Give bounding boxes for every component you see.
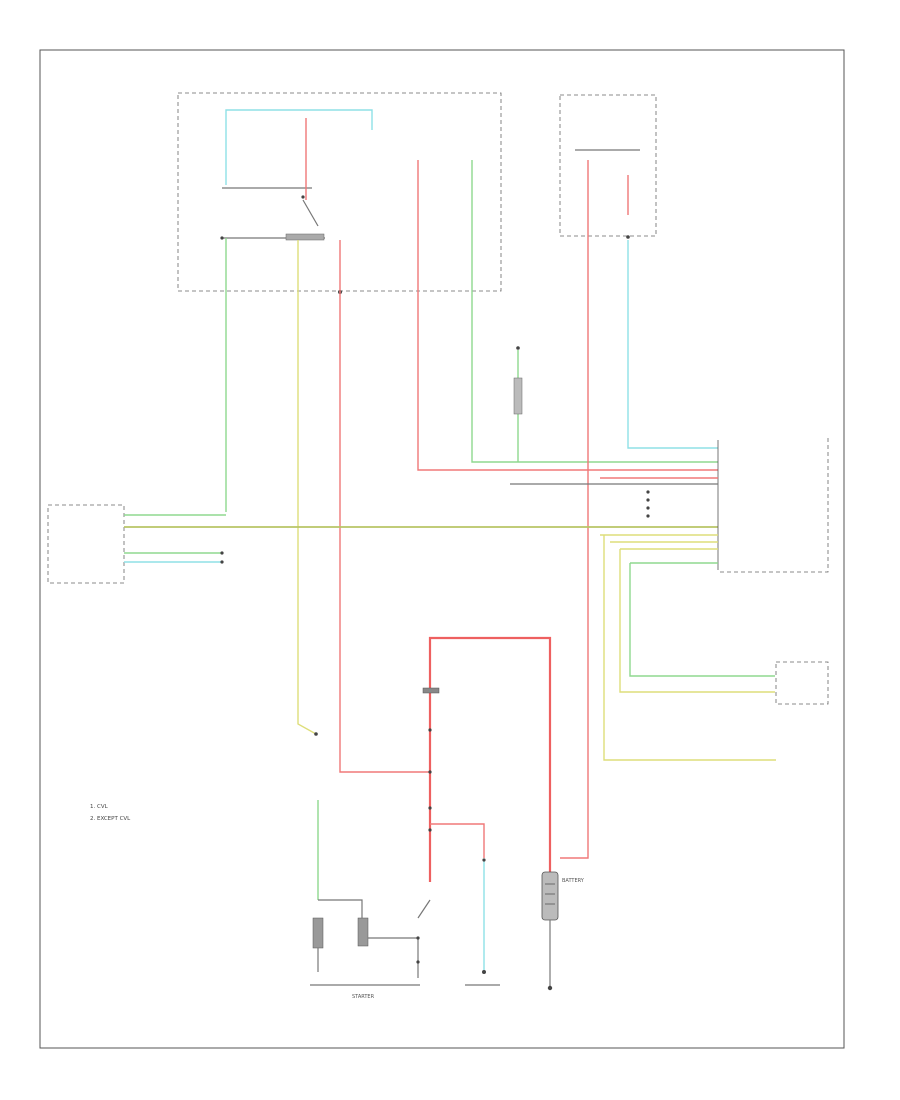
wire-cyan-relay [225,109,373,185]
wire-red-gen-loop [430,823,485,858]
wire-yellow-relay [297,240,317,735]
note-1: 1. CVL [90,804,109,810]
battery-label: BATTERY [562,878,585,884]
generator [465,970,500,986]
diagram-frame [39,49,845,1049]
sensor-stub [513,346,523,415]
battery: BATTERY [541,871,585,991]
wire-red-fuse-battery [560,160,589,859]
wire-cyan-fuse-ecm [627,240,718,449]
wire-ecm-clutch-3 [603,535,776,761]
wire-ecm-clutch-2 [619,549,775,693]
wire-red-ecm [417,160,718,471]
wire-ecm-clutch-1 [629,563,775,677]
wire-green-ecm [471,160,718,463]
clutch-switch [775,661,829,705]
pcm-module [47,504,125,584]
starter-motor: STARTER [310,899,431,1000]
starter-label: STARTER [352,994,375,1000]
note-2: 2. EXCEPT CVL [90,816,131,822]
wire-red-relay-down [339,240,430,773]
wire-red-battery-main [428,636,552,872]
ecm-module [717,438,829,573]
fuse-block [559,94,657,239]
